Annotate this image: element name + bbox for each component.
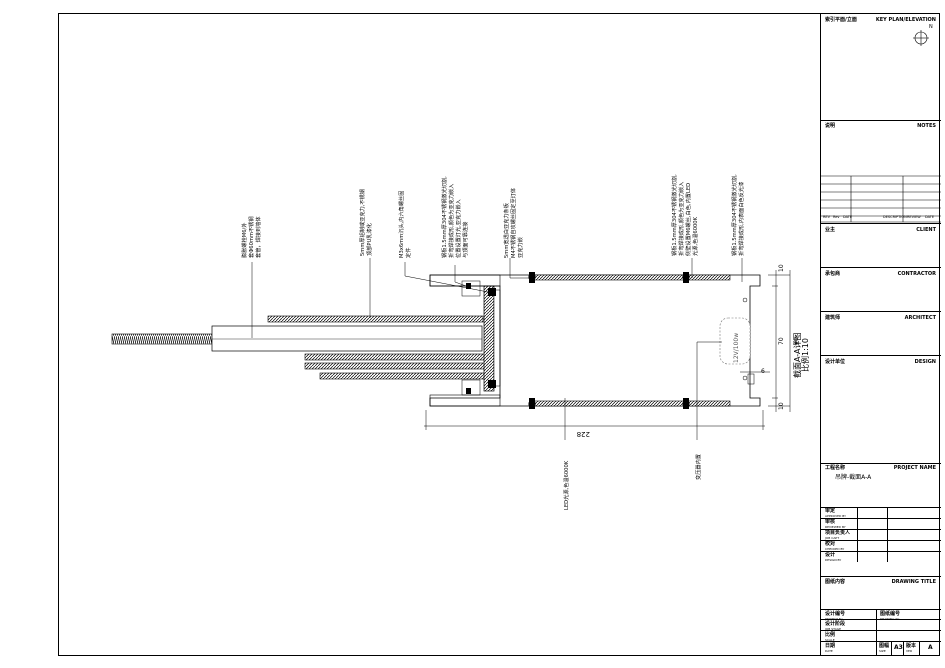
dim-top: 10	[778, 264, 785, 272]
rev-h4: REVIEW	[907, 215, 921, 219]
note-screw-1: M3x6mm沉头,内六角螺丝固	[397, 191, 405, 258]
phase-cn: 设计阶段	[825, 621, 846, 627]
dim-total: 228	[577, 430, 590, 438]
dim-bottom: 10	[778, 402, 785, 410]
notes-en: NOTES	[917, 123, 936, 129]
drawing-title-cn: 图纸内容	[825, 579, 846, 585]
drawing-frame	[58, 13, 940, 656]
approve-en: APPROVED BY	[825, 514, 847, 518]
note-face-1: 钢板1.5mm厚304不锈钢激光切割,	[670, 174, 678, 256]
driver-box	[719, 317, 751, 365]
design2-cn: 设计	[825, 552, 836, 558]
architect-en: ARCHITECT	[904, 315, 936, 321]
note-face-3: 侧壁设置M6螺丝,白色,内置LED	[684, 183, 692, 256]
note-face-4: 光源,色温6000K	[691, 216, 699, 256]
driver-label: 12V/100w	[733, 333, 740, 363]
note-screw-2: 定件	[404, 248, 412, 258]
rev-h0: REV	[823, 215, 831, 219]
section-scale: 比例1:10	[800, 338, 810, 372]
note-strip-3: 亚克力嵌	[516, 237, 524, 258]
note-driver: 变压器内置	[694, 454, 702, 480]
note-anchor-3: 套管，焊接到墙体	[254, 216, 262, 258]
scale-cn: 比例	[825, 632, 836, 638]
proj-no-en: PROJECT No.	[825, 617, 844, 621]
note-side-1: 钢板1.5mm厚304不锈钢激光切割,	[730, 174, 738, 256]
scale-en: SCALE	[825, 638, 835, 642]
revision-headers: REV Rev DATE DESCRIPTION REVIEW DATE	[821, 215, 941, 219]
leader-cn: 项目负责人	[825, 530, 851, 536]
section-title: 截面A-A详图	[792, 333, 802, 378]
dwg-no-cn: 图纸编号	[880, 611, 901, 617]
note-steel-3: 位置设置灯光,亚克力嵌入	[454, 199, 462, 258]
north-label: N	[929, 24, 933, 30]
proj-no-cn: 设计编号	[825, 611, 846, 617]
architect-cn: 建筑师	[825, 315, 841, 321]
revision-grid	[821, 175, 941, 223]
dim-small: 6	[761, 368, 765, 375]
face-bottom	[529, 400, 731, 407]
key-plan-cn: 索引平面/立面	[825, 17, 857, 23]
note-strip-2: M4不锈钢自攻螺丝固定至灯体	[509, 187, 517, 258]
dim-height: 90	[793, 337, 800, 345]
phase-en: JOB STAGE	[825, 627, 841, 631]
face-top	[529, 274, 731, 281]
drawing-title-en: DRAWING TITLE	[891, 579, 936, 585]
size-en: SIZE	[879, 649, 886, 653]
design-cn: 设计单位	[825, 359, 846, 365]
review-cn: 审核	[825, 519, 836, 525]
note-strip-1: 5mm宽透白亚克力条板	[502, 202, 510, 258]
leader-en: JOB CAPT	[825, 536, 840, 540]
dwg-no-en: DRAWING No.	[880, 617, 901, 621]
anchor-sleeve	[211, 325, 483, 352]
contractor-cn: 承包商	[825, 271, 841, 277]
date-en: DATE	[825, 649, 833, 653]
plate-mid1	[304, 353, 486, 361]
rev-h5: DATE	[925, 215, 935, 219]
check-cn: 校对	[825, 541, 836, 547]
contractor-en: CONTRACTOR	[897, 271, 936, 277]
note-acrylic-1: 5mm厚铝制或亚克力,不锈钢	[358, 189, 366, 256]
note-steel-1: 钢板1.5mm厚304不锈钢激光切割,	[440, 176, 448, 258]
plate-mid2	[304, 362, 486, 370]
note-led: LED光源,色温6000K	[562, 460, 570, 510]
review-en: REVIEWED BY	[825, 525, 846, 529]
note-face-2: 折弯焊接成形,颜色为亚克力嵌入	[677, 182, 685, 256]
note-acrylic-2: 顶部PU乳漆化	[365, 223, 373, 256]
notes-cn: 说明	[825, 123, 836, 129]
ver-cn: 版本	[906, 643, 917, 649]
size-cn: 图幅	[879, 643, 890, 649]
client-en: CLIENT	[916, 227, 936, 233]
title-block: 索引平面/立面 KEY PLAN/ELEVATION N 说明 NOTES RE…	[820, 13, 941, 656]
note-steel-2: 折弯焊接成形,颜色为亚克力嵌入	[447, 184, 455, 258]
note-anchor-1: 膨胀螺栓M6/外	[240, 223, 248, 258]
north-arrow-icon	[913, 30, 929, 46]
rev-h3: DESCRIPTION	[883, 215, 907, 219]
note-side-2: 折弯焊接成形,内表面白色反光漆	[737, 182, 745, 256]
design-en: DESIGN	[914, 359, 936, 365]
design2-en: DESIGN BY	[825, 558, 842, 562]
client-cn: 业主	[825, 227, 836, 233]
bracket-vertical	[483, 285, 495, 392]
date-cn: 日期	[825, 643, 836, 649]
note-anchor-2: 套Φ60mm不锈钢	[247, 216, 255, 258]
anchor-thread	[111, 333, 213, 345]
plate-top	[267, 315, 484, 323]
ver-value: A	[928, 644, 933, 651]
key-plan-en: KEY PLAN/ELEVATION	[875, 17, 936, 23]
rev-h1: Rev	[833, 215, 840, 219]
plate-bottom	[319, 372, 486, 380]
note-steel-4: 与顶面可靠连接	[461, 222, 469, 258]
project-cn: 工程名称	[825, 465, 846, 471]
dim-inner: 70	[778, 337, 785, 345]
rev-h2: DATE	[843, 215, 853, 219]
approve-cn: 审定	[825, 508, 836, 514]
ver-en: VER	[906, 649, 913, 653]
project-name-value: 吊牌-截面A-A	[835, 474, 872, 481]
check-en: CHECKED BY	[825, 547, 845, 551]
size-value: A3	[894, 644, 903, 651]
project-en: PROJECT NAME	[893, 465, 936, 471]
